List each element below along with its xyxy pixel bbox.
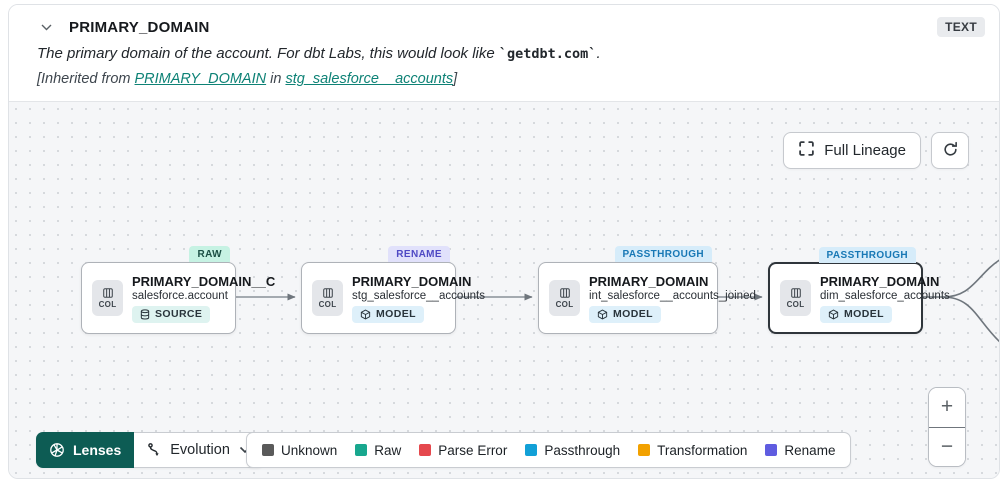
- legend-item: Unknown: [262, 443, 337, 458]
- node-subtitle: int_salesforce__accounts_joined: [589, 289, 756, 302]
- cube-icon: [828, 309, 839, 319]
- cube-icon: [360, 309, 371, 319]
- evolution-legend: Unknown Raw Parse Error Passthrough Tran…: [246, 432, 852, 468]
- lens-selected-label: Evolution: [170, 442, 230, 458]
- legend-swatch: [419, 444, 432, 456]
- resource-badge-model: MODEL: [352, 305, 424, 323]
- column-title: PRIMARY_DOMAIN: [69, 18, 210, 36]
- lenses-button[interactable]: Lenses: [36, 432, 135, 468]
- lens-select-evolution[interactable]: Evolution: [134, 432, 264, 468]
- node-title: PRIMARY_DOMAIN: [820, 273, 940, 289]
- legend-swatch: [525, 444, 538, 456]
- resource-badge-model: MODEL: [820, 305, 892, 323]
- column-chip: COL: [312, 280, 343, 316]
- columns-icon: [102, 288, 113, 298]
- columns-icon: [559, 288, 570, 298]
- columns-icon: [790, 288, 801, 298]
- evolution-badge: PASSTHROUGH: [818, 247, 916, 263]
- legend-item: Rename: [765, 443, 835, 458]
- legend-item: Passthrough: [525, 443, 620, 458]
- full-lineage-button[interactable]: Full Lineage: [783, 132, 921, 169]
- lineage-node-stg-salesforce-accounts[interactable]: RENAME COL PRIMARY_DOMAIN stg_salesforce…: [301, 246, 485, 334]
- refresh-button[interactable]: [931, 132, 969, 169]
- zoom-out-button[interactable]: −: [929, 427, 965, 466]
- column-description: The primary domain of the account. For d…: [37, 45, 601, 62]
- node-title: PRIMARY_DOMAIN: [589, 273, 709, 289]
- column-type-badge: TEXT: [937, 17, 985, 37]
- database-icon: [140, 308, 150, 320]
- resource-badge-source: SOURCE: [132, 305, 211, 323]
- lineage-node-salesforce-account[interactable]: RAW COL PRIMARY_DOMAIN__C salesforce.acc…: [81, 246, 275, 334]
- inherited-column-link[interactable]: PRIMARY_DOMAIN: [134, 71, 267, 87]
- inherited-note: [Inherited from PRIMARY_DOMAIN in stg_sa…: [37, 71, 458, 87]
- full-lineage-label: Full Lineage: [824, 142, 906, 159]
- legend-swatch: [355, 444, 368, 456]
- legend-swatch: [765, 444, 778, 456]
- node-title: PRIMARY_DOMAIN__C: [132, 273, 276, 289]
- inherited-model-link[interactable]: stg_salesforce__accounts: [285, 71, 454, 87]
- legend-item: Parse Error: [419, 443, 507, 458]
- legend-item: Transformation: [638, 443, 747, 458]
- node-subtitle: salesforce.account: [132, 289, 228, 302]
- legend-item: Raw: [355, 443, 401, 458]
- column-header: PRIMARY_DOMAIN TEXT The primary domain o…: [9, 5, 999, 101]
- column-chip: COL: [780, 280, 811, 316]
- node-subtitle: stg_salesforce__accounts: [352, 289, 485, 302]
- lenses-label: Lenses: [73, 442, 122, 458]
- zoom-controls: + −: [928, 387, 966, 467]
- legend-swatch: [638, 444, 651, 456]
- columns-icon: [322, 288, 333, 298]
- code-span: `getdbt.com`: [498, 46, 597, 62]
- cube-icon: [597, 309, 608, 319]
- legend-swatch: [262, 444, 274, 456]
- resource-badge-model: MODEL: [589, 305, 661, 323]
- expand-icon: [798, 140, 815, 161]
- node-subtitle: dim_salesforce_accounts: [820, 289, 950, 302]
- zoom-in-button[interactable]: +: [929, 388, 965, 428]
- evolution-badge: RAW: [189, 246, 230, 262]
- lineage-node-int-salesforce-accounts-joined[interactable]: PASSTHROUGH COL PRIMARY_DOMAIN int_sales…: [538, 246, 756, 334]
- route-icon: [148, 443, 159, 456]
- column-chip: COL: [549, 280, 580, 316]
- evolution-badge: RENAME: [388, 246, 450, 262]
- lineage-canvas[interactable]: Full Lineage RAW COL PRIMARY_DOMAIN__C: [9, 101, 999, 478]
- column-lineage-panel: PRIMARY_DOMAIN TEXT The primary domain o…: [8, 4, 1000, 479]
- collapse-chevron-icon[interactable]: [37, 18, 55, 36]
- evolution-badge: PASSTHROUGH: [614, 246, 712, 262]
- lineage-node-dim-salesforce-accounts[interactable]: PASSTHROUGH COL PRIMARY_DOMAIN dim_sales…: [768, 247, 950, 334]
- column-chip: COL: [92, 280, 123, 316]
- lenses-control: Lenses Evolution: [36, 432, 264, 468]
- node-title: PRIMARY_DOMAIN: [352, 273, 472, 289]
- lens-aperture-icon: [50, 443, 64, 457]
- refresh-icon: [942, 141, 959, 161]
